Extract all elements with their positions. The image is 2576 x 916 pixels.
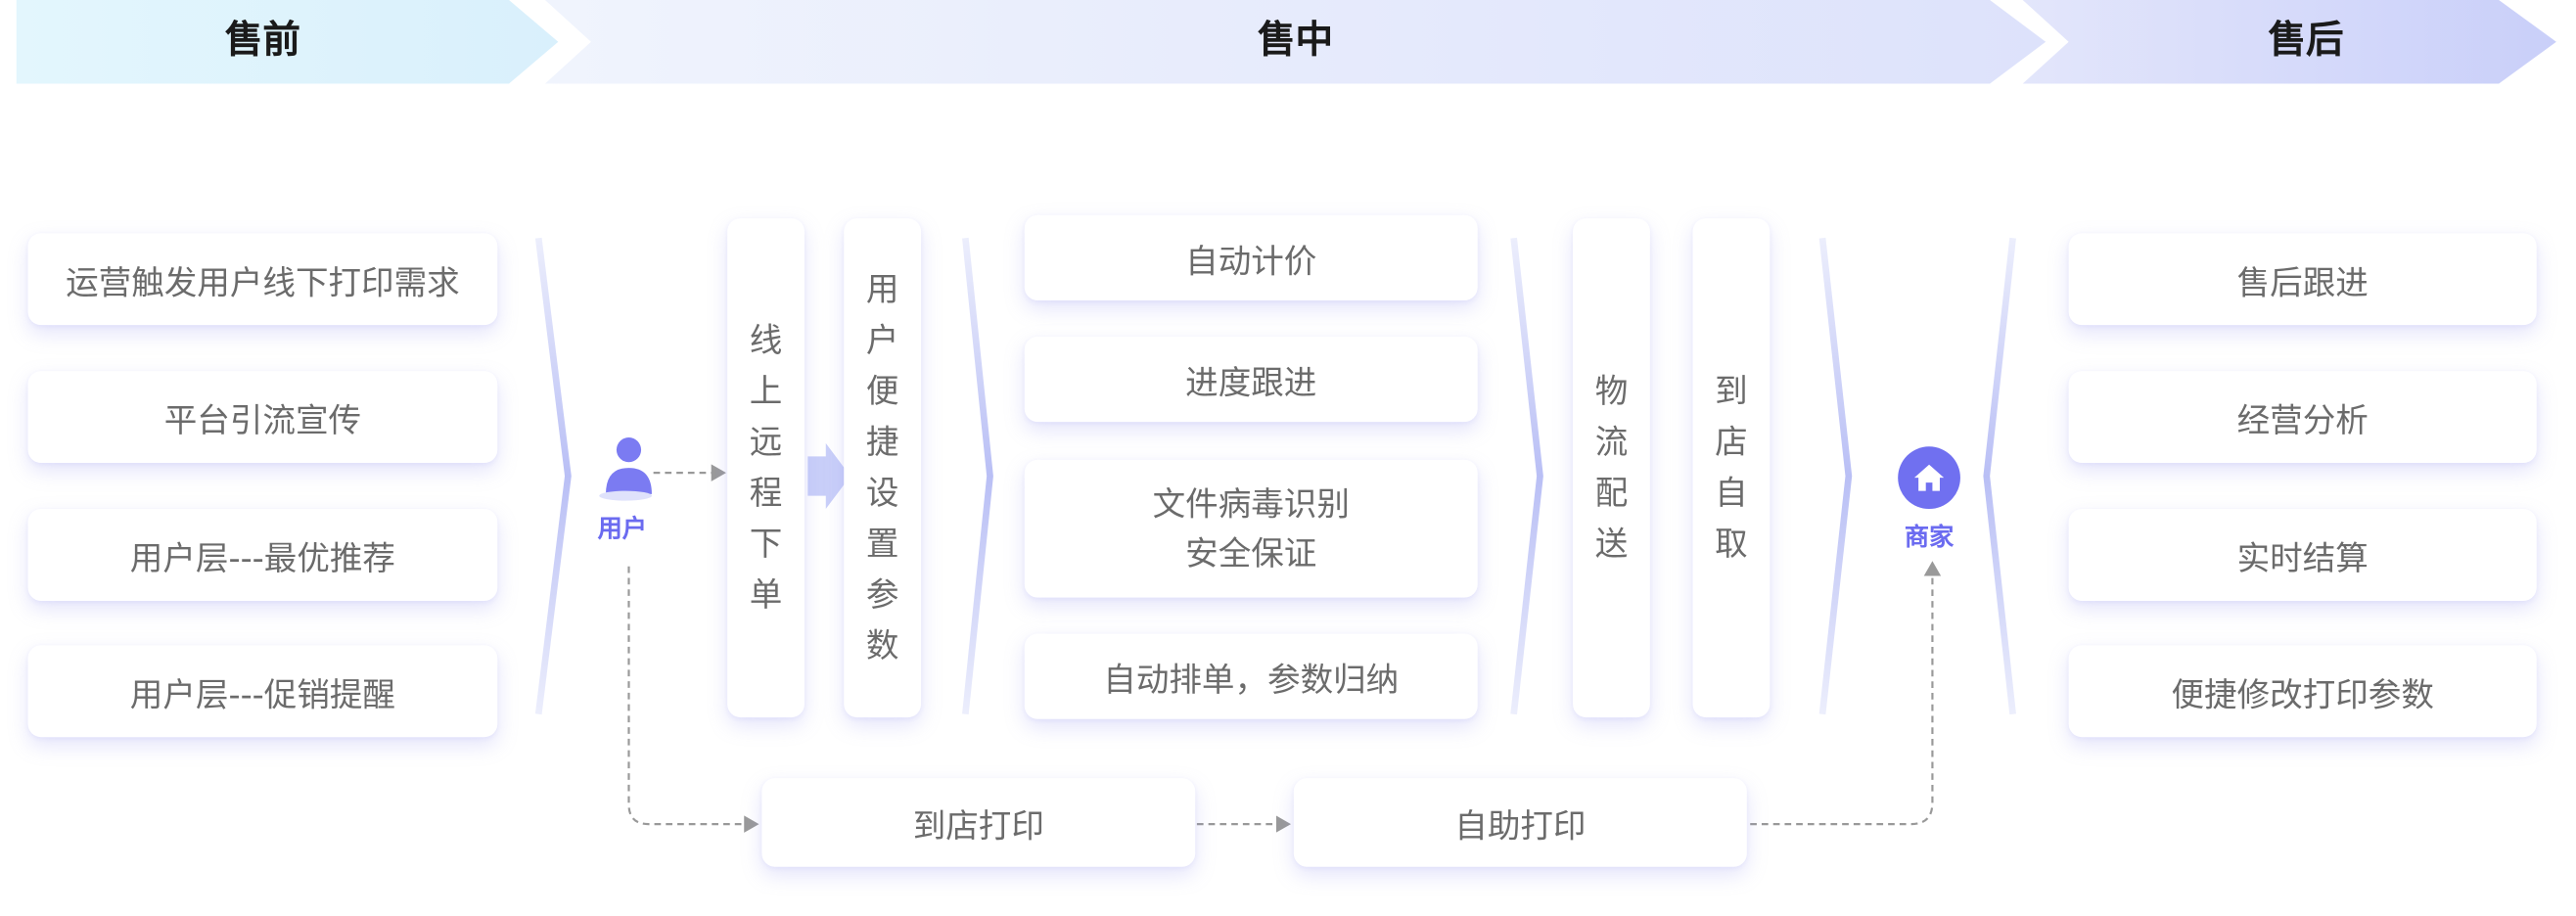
- chevron-separator-4: [1818, 237, 1853, 715]
- online-order-label: 线上远程下单: [749, 320, 783, 615]
- set-params-label: 用户便捷设置参数: [865, 269, 899, 665]
- post-sale-item: 经营分析: [2068, 371, 2537, 464]
- banner-arrow-post: [2022, 0, 2556, 84]
- post-sale-item: 售后跟进: [2068, 233, 2537, 326]
- user-label: 用户: [597, 514, 647, 544]
- service-item: 进度跟进: [1024, 336, 1478, 423]
- stage-label-mid: 售中: [1257, 20, 1334, 63]
- pickup-label: 到店自取: [1715, 371, 1748, 564]
- banner-arrow-mid: [544, 0, 2047, 84]
- pickup-card: 到店自取: [1692, 218, 1771, 718]
- merchant-label: 商家: [1904, 522, 1955, 552]
- service-item: 文件病毒识别 安全保证: [1024, 459, 1478, 598]
- dashed-connector: [627, 566, 759, 833]
- logistics-card: 物流配送: [1573, 218, 1650, 718]
- set-params-card: 用户便捷设置参数: [844, 218, 922, 718]
- chevron-separator-3: [1510, 237, 1543, 715]
- store-print-card: 到店打印: [761, 778, 1196, 867]
- post-sale-item: 实时结算: [2068, 509, 2537, 601]
- chevron-separator-2: [962, 237, 993, 715]
- post-sale-item: 便捷修改打印参数: [2068, 645, 2537, 738]
- chevron-separator-5: [1983, 237, 2016, 715]
- stage-banner-post: 售后: [2022, 0, 2556, 84]
- user-icon: [599, 437, 652, 501]
- logistics-label: 物流配送: [1594, 371, 1629, 564]
- pre-sale-item: 运营触发用户线下打印需求: [27, 233, 498, 326]
- banner-arrow-pre: [16, 0, 559, 84]
- online-order-card: 线上远程下单: [727, 218, 805, 718]
- chevron-separator-1: [534, 237, 572, 715]
- home-icon: [1898, 446, 1960, 510]
- pre-sale-item: 用户层---促销提醒: [27, 645, 498, 738]
- stage-label-post: 售后: [2268, 20, 2344, 63]
- service-item: 自动计价: [1024, 214, 1478, 300]
- pre-sale-item: 平台引流宣传: [27, 371, 498, 464]
- flow-arrow-icon: [807, 442, 851, 510]
- pre-sale-item: 用户层---最优推荐: [27, 509, 498, 601]
- dashed-connector: [1750, 561, 1942, 826]
- stage-banner-mid: 售中: [544, 0, 2047, 84]
- self-print-card: 自助打印: [1293, 778, 1747, 867]
- stage-banner-pre: 售前: [16, 0, 559, 84]
- service-item: 自动排单，参数归纳: [1024, 633, 1478, 719]
- stage-label-pre: 售前: [224, 20, 300, 63]
